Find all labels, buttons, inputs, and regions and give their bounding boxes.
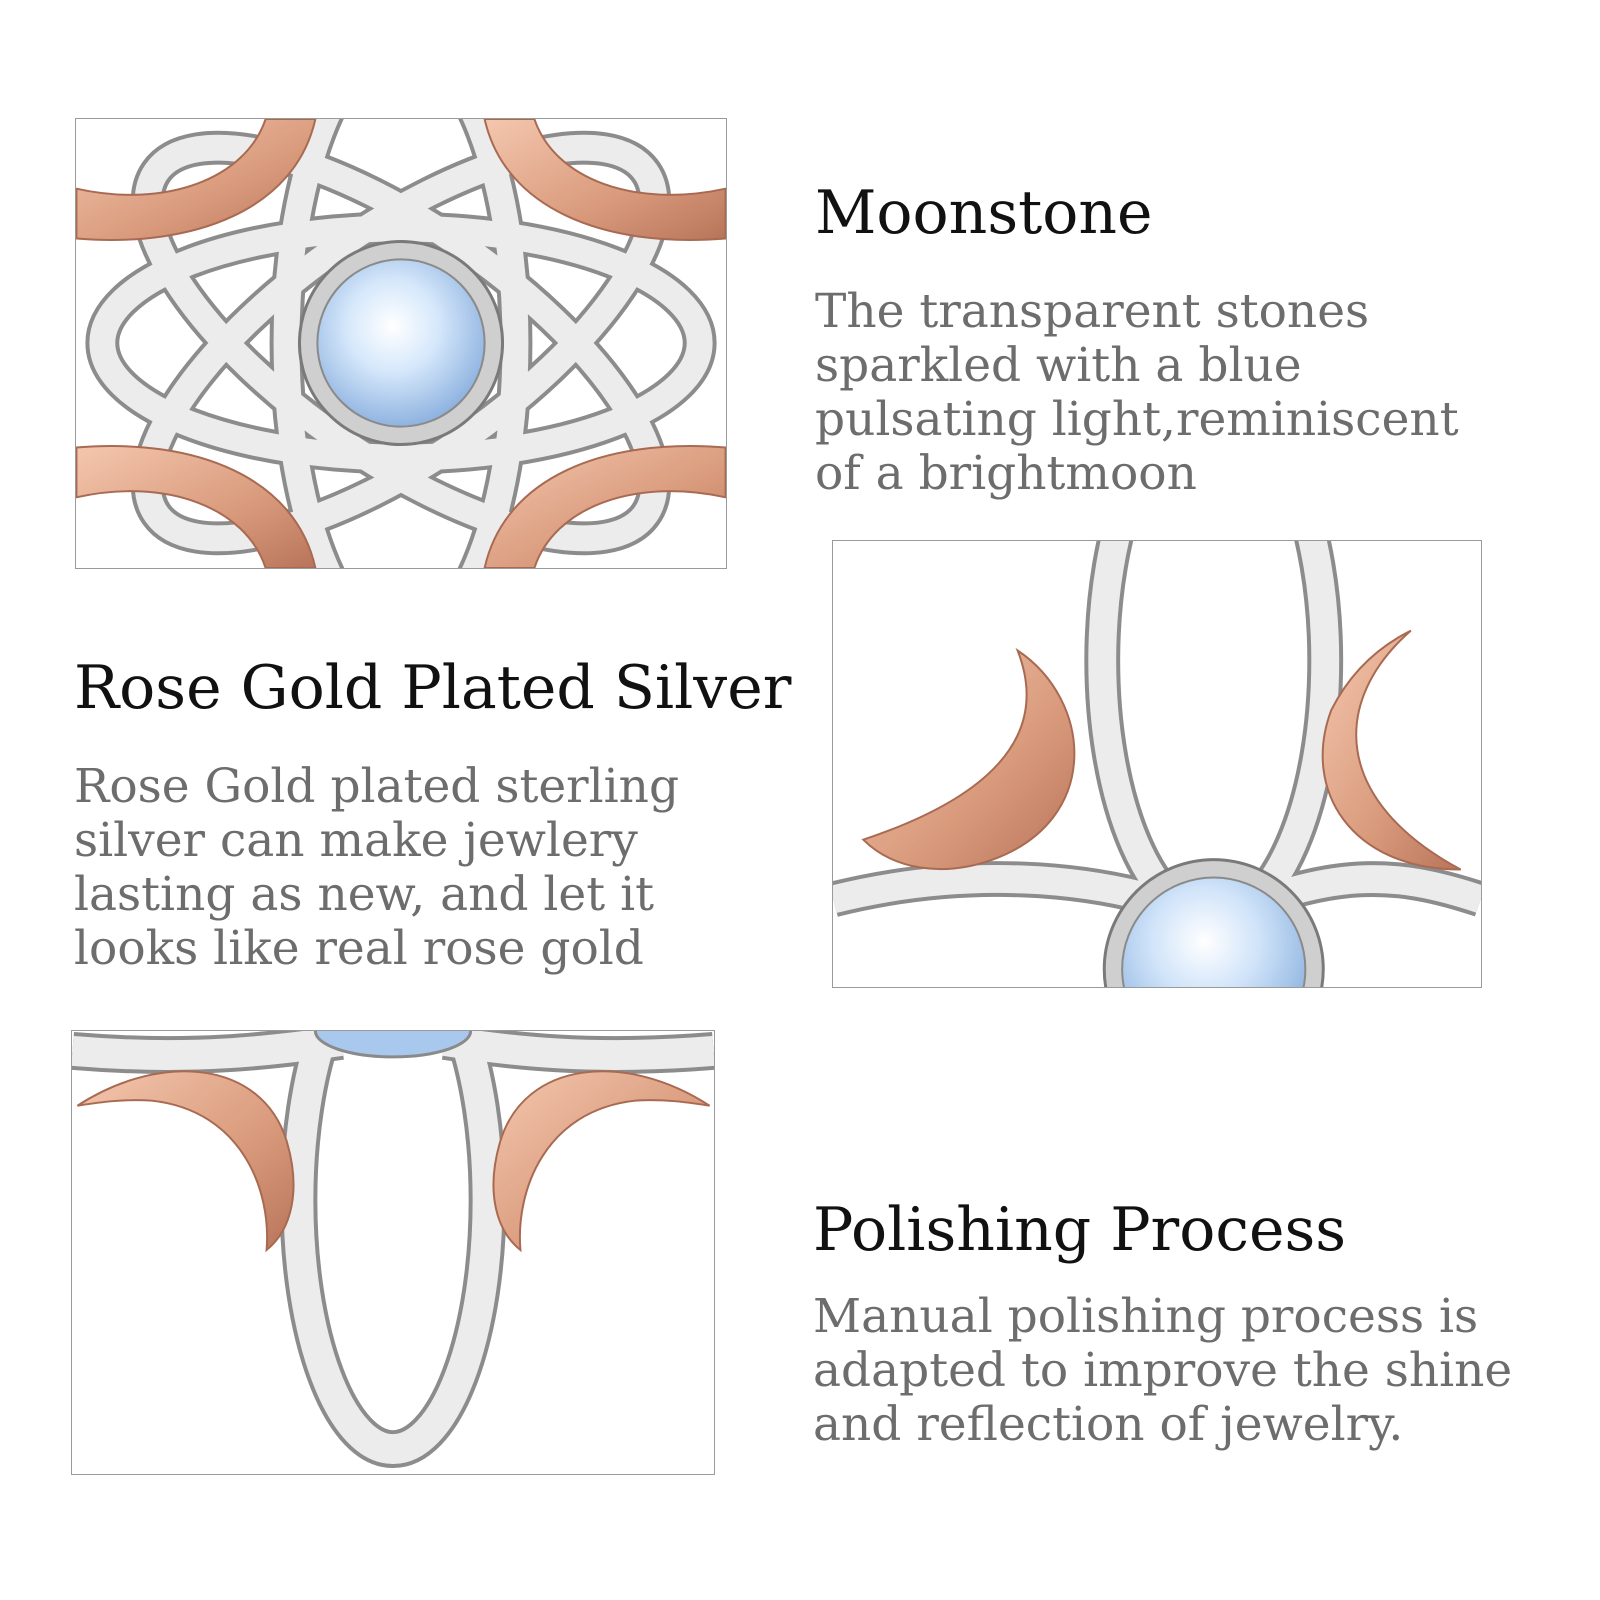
moonstone-heading: Moonstone: [815, 178, 1153, 248]
moonstone-closeup-image: [75, 118, 727, 569]
rose-gold-moons-image: [832, 540, 1482, 988]
polishing-closeup-illustration: [72, 1031, 714, 1468]
polishing-description: Manual polishing process is adapted to i…: [813, 1289, 1513, 1452]
rose-gold-heading: Rose Gold Plated Silver: [74, 653, 792, 723]
polishing-closeup-image: [71, 1030, 715, 1475]
moonstone-description: The transparent stones sparkled with a b…: [815, 284, 1459, 501]
rose-gold-moons-illustration: [833, 541, 1481, 987]
moonstone-closeup-illustration: [76, 119, 726, 568]
polishing-heading: Polishing Process: [813, 1195, 1347, 1265]
rose-gold-description: Rose Gold plated sterling silver can mak…: [74, 759, 680, 976]
